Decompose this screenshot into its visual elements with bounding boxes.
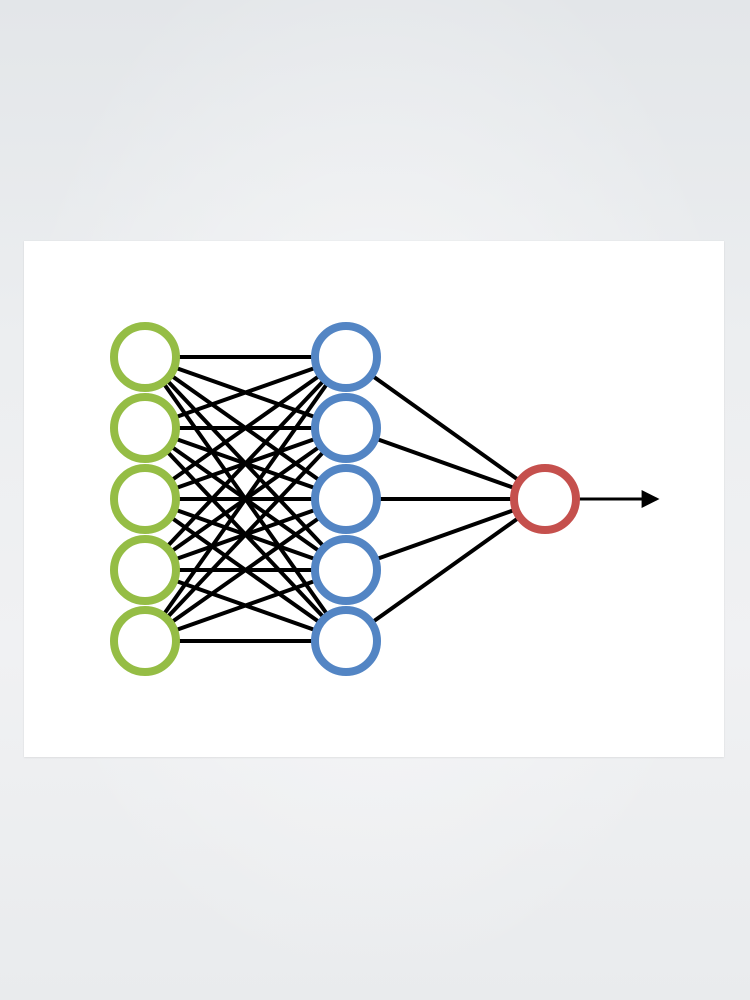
hidden-node-4 [311,535,381,605]
neural-network-diagram [110,322,660,676]
input-node-5 [110,606,180,676]
edge-input-5-to-hidden-2 [143,426,348,643]
edge-input-5-to-hidden-3 [143,497,348,643]
edge-input-5-to-hidden-4 [143,568,348,643]
edge-hidden-2-to-output-1 [344,426,547,501]
hidden-node-2 [311,393,381,463]
input-node-3 [110,464,180,534]
output-node-1 [510,464,580,534]
edge-input-5-to-hidden-1 [143,355,348,643]
input-node-4 [110,535,180,605]
edge-hidden-1-to-output-1 [344,355,547,501]
input-node-1 [110,322,180,392]
edge-input-4-to-hidden-1 [143,355,348,572]
input-node-2 [110,393,180,463]
nodes [110,322,580,676]
edge-hidden-4-to-output-1 [344,497,547,572]
poster [24,241,724,757]
edge-input-2-to-hidden-1 [143,355,348,430]
hidden-node-3 [311,464,381,534]
edge-input-3-to-hidden-1 [143,355,348,501]
edge-hidden-5-to-output-1 [344,497,547,643]
hidden-node-5 [311,606,381,676]
hidden-node-1 [311,322,381,392]
connections [143,355,660,643]
